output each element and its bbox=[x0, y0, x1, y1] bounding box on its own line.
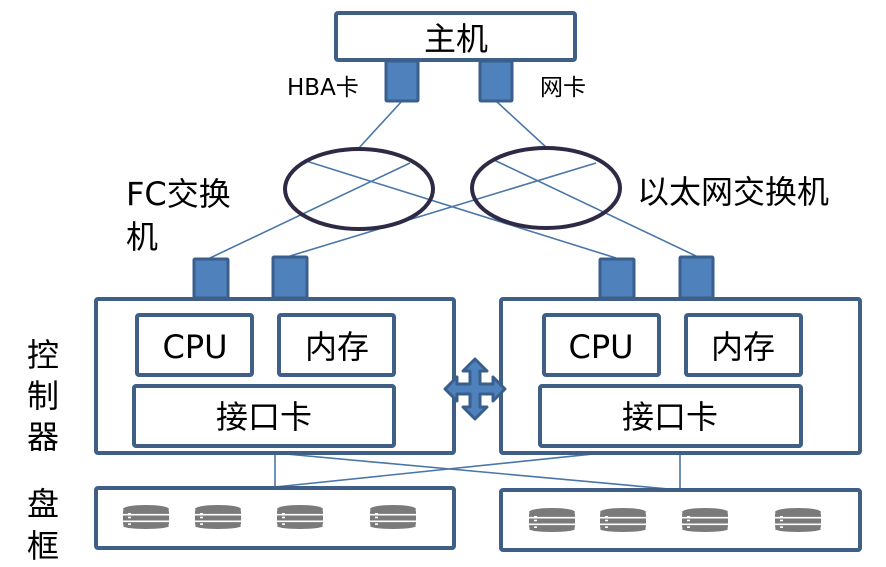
left-interface-card-box bbox=[132, 384, 396, 448]
enclosure-side-label-1: 盘 bbox=[27, 485, 59, 523]
left-enclosure-box bbox=[94, 486, 456, 550]
right-interface-card-label: 接口卡 bbox=[622, 398, 718, 436]
left-interface-card-label: 接口卡 bbox=[216, 398, 312, 436]
link-nic-to-ethernet-switch bbox=[495, 100, 548, 149]
right-cpu-label: CPU bbox=[568, 328, 633, 366]
link-fc-switch-to-right-port-a bbox=[305, 160, 617, 259]
right-disk-group bbox=[529, 508, 821, 532]
enclosure-side-label-2: 框 bbox=[27, 527, 59, 565]
left-cpu-box bbox=[135, 313, 254, 377]
four-way-arrow-icon bbox=[443, 357, 507, 421]
host-label: 主机 bbox=[424, 20, 488, 58]
side-labels: 控 制 器 盘 框 bbox=[27, 336, 59, 565]
controller-ports bbox=[192, 255, 715, 300]
ethernet-switch bbox=[470, 146, 622, 230]
nic-port bbox=[478, 59, 514, 103]
right-interface-card-box bbox=[538, 384, 803, 448]
right-enclosure-box bbox=[499, 488, 862, 552]
host: 主机 HBA卡 网卡 bbox=[287, 11, 586, 103]
left-controller-port-eth bbox=[271, 255, 309, 300]
switches: FC交换 机 以太网交换机 bbox=[126, 146, 829, 256]
left-disk-enclosure bbox=[94, 486, 456, 550]
right-cpu-box bbox=[542, 313, 661, 377]
hba-port bbox=[384, 59, 420, 103]
left-cpu-label: CPU bbox=[162, 328, 227, 366]
link-fc-switch-to-left-port-a bbox=[209, 162, 411, 259]
link-hba-to-fc-switch bbox=[357, 100, 403, 150]
fc-switch-label-line1: FC交换 bbox=[126, 175, 231, 213]
disk-stack-icon bbox=[775, 508, 821, 532]
host-box bbox=[334, 11, 577, 62]
nic-label: 网卡 bbox=[540, 75, 586, 101]
right-memory-label: 内存 bbox=[711, 328, 775, 366]
links bbox=[209, 100, 697, 491]
right-controller: CPU 内存 接口卡 bbox=[499, 297, 862, 455]
fc-switch-label-line2: 机 bbox=[126, 218, 158, 256]
disk-stack-icon bbox=[682, 508, 728, 532]
disk-stack-icon bbox=[600, 508, 646, 532]
left-memory-label: 内存 bbox=[305, 328, 369, 366]
right-disk-enclosure bbox=[499, 488, 862, 552]
left-controller: CPU 内存 接口卡 bbox=[94, 297, 456, 455]
ethernet-switch-label: 以太网交换机 bbox=[637, 173, 829, 211]
hba-label: HBA卡 bbox=[287, 75, 359, 101]
right-controller-port-eth bbox=[678, 255, 715, 300]
controller-side-label-2: 制 bbox=[27, 377, 59, 415]
left-controller-port-fc bbox=[192, 257, 230, 300]
controller-side-label-1: 控 bbox=[27, 336, 59, 374]
right-memory-box bbox=[684, 313, 803, 377]
link-eth-switch-to-right-port-b bbox=[493, 159, 697, 257]
disk-stack-icon bbox=[123, 505, 169, 529]
disk-stack-icon bbox=[195, 505, 241, 529]
left-memory-box bbox=[277, 313, 396, 377]
link-left-controller-to-right-enclosure bbox=[274, 452, 681, 491]
left-disk-group bbox=[123, 505, 416, 529]
disk-stack-icon bbox=[370, 505, 416, 529]
right-controller-port-fc bbox=[598, 257, 636, 300]
fc-switch bbox=[283, 147, 435, 231]
disk-stack-icon bbox=[277, 505, 323, 529]
controller-side-label-3: 器 bbox=[27, 418, 59, 456]
link-eth-switch-to-left-port-b bbox=[289, 162, 597, 257]
disk-stack-icon bbox=[529, 508, 575, 532]
